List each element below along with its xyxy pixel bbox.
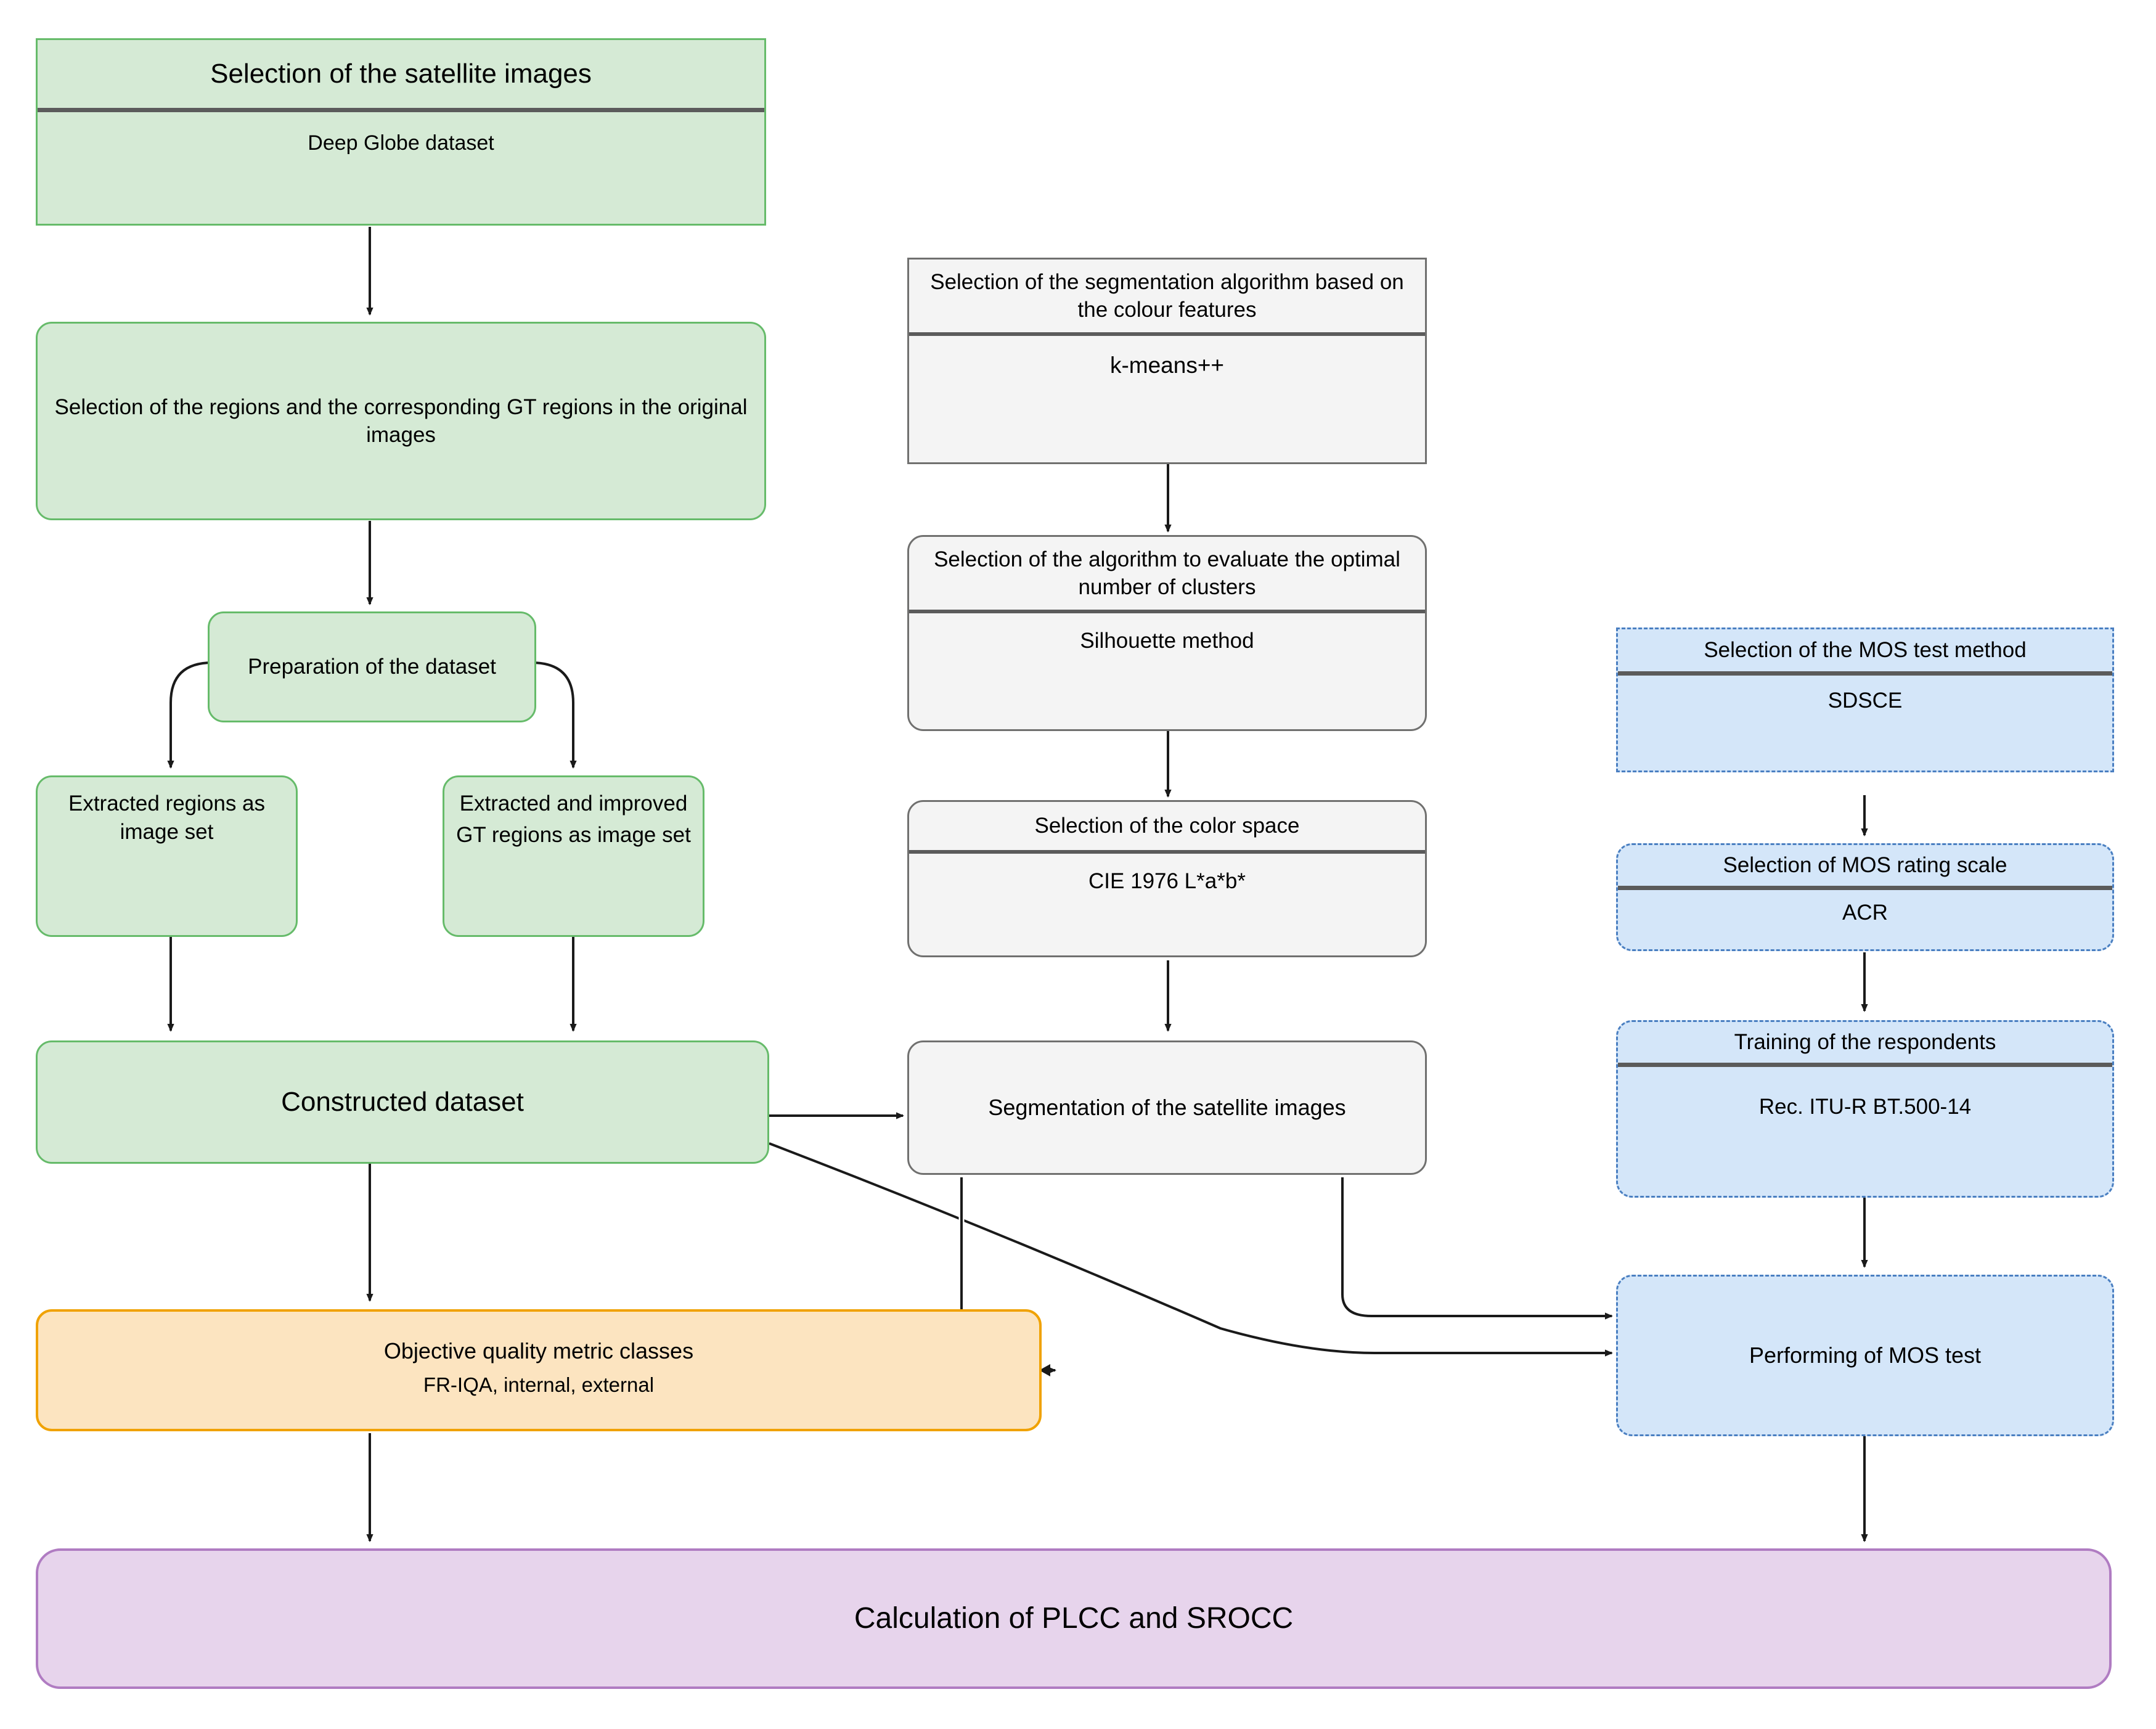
node-mos-rating-scale-body: ACR (1842, 901, 1888, 925)
node-extracted-regions-header: Extracted regions as image set (68, 791, 266, 844)
node-segmentation-algorithm-header: Selection of the segmentation algorithm … (930, 269, 1404, 322)
node-divider (909, 332, 1425, 336)
node-segmentation-algorithm[interactable]: Selection of the segmentation algorithm … (907, 258, 1427, 464)
node-cluster-algorithm[interactable]: Selection of the algorithm to evaluate t… (907, 535, 1427, 731)
edge-preparation-to-extracted (167, 661, 213, 769)
node-constructed-dataset-header: Constructed dataset (281, 1087, 524, 1118)
node-dataset-selection[interactable]: Selection of the satellite images Deep G… (36, 38, 766, 226)
node-objective-metrics-body: FR-IQA, internal, external (423, 1373, 655, 1396)
node-dataset-preparation[interactable]: Preparation of the dataset (208, 611, 536, 722)
node-divider (38, 108, 764, 112)
edge-segmentation-to-mos-test (1341, 1177, 1613, 1320)
node-cluster-algorithm-body: Silhouette method (1080, 629, 1254, 653)
node-divider (909, 850, 1425, 854)
node-segmentation[interactable]: Segmentation of the satellite images (907, 1040, 1427, 1175)
node-mos-test-method-body: SDSCE (1827, 689, 1903, 713)
node-mos-test-header: Performing of MOS test (1749, 1342, 1982, 1368)
node-cluster-algorithm-header: Selection of the algorithm to evaluate t… (934, 547, 1400, 600)
node-mos-rating-scale[interactable]: Selection of MOS rating scale ACR (1616, 843, 2114, 951)
node-segmentation-algorithm-body: k-means++ (1109, 353, 1225, 378)
node-respondent-training-header: Training of the respondents (1734, 1030, 1996, 1055)
node-dataset-selection-body: Deep Globe dataset (308, 131, 494, 155)
edge-preparation-to-gt (531, 661, 577, 769)
node-divider (909, 610, 1425, 613)
node-correlation[interactable]: Calculation of PLCC and SROCC (36, 1548, 2112, 1689)
node-dataset-preparation-header: Preparation of the dataset (248, 655, 496, 679)
node-mos-rating-scale-header: Selection of MOS rating scale (1723, 853, 2007, 878)
node-constructed-dataset[interactable]: Constructed dataset (36, 1040, 769, 1164)
node-color-space-body: CIE 1976 L*a*b* (1088, 869, 1246, 893)
node-mos-test-method-header: Selection of the MOS test method (1704, 638, 2027, 663)
node-respondent-training-body: Rec. ITU-R BT.500-14 (1758, 1095, 1972, 1119)
node-objective-metrics-header: Objective quality metric classes (383, 1338, 694, 1364)
node-extracted-regions[interactable]: Extracted regions as image set (36, 775, 298, 937)
node-mos-test[interactable]: Performing of MOS test (1616, 1275, 2114, 1436)
node-color-space[interactable]: Selection of the color space CIE 1976 L*… (907, 800, 1427, 957)
node-divider (1618, 1063, 2112, 1067)
node-extracted-gt-regions[interactable]: Extracted and improved GT regions as ima… (443, 775, 704, 937)
node-region-selection-header: Selection of the regions and the corresp… (54, 394, 748, 448)
node-objective-metrics[interactable]: Objective quality metric classes FR-IQA,… (36, 1309, 1042, 1431)
node-segmentation-header: Segmentation of the satellite images (988, 1094, 1346, 1120)
node-divider (1618, 671, 2112, 676)
node-respondent-training[interactable]: Training of the respondents Rec. ITU-R B… (1616, 1020, 2114, 1198)
node-correlation-header: Calculation of PLCC and SROCC (854, 1601, 1294, 1635)
node-mos-test-method[interactable]: Selection of the MOS test method SDSCE (1616, 627, 2114, 772)
node-region-selection[interactable]: Selection of the regions and the corresp… (36, 322, 766, 520)
node-color-space-header: Selection of the color space (1034, 814, 1300, 838)
node-divider (1618, 886, 2112, 890)
node-extracted-gt-regions-header: Extracted and improved GT regions as ima… (456, 791, 691, 847)
node-dataset-selection-header: Selection of the satellite images (210, 59, 592, 89)
